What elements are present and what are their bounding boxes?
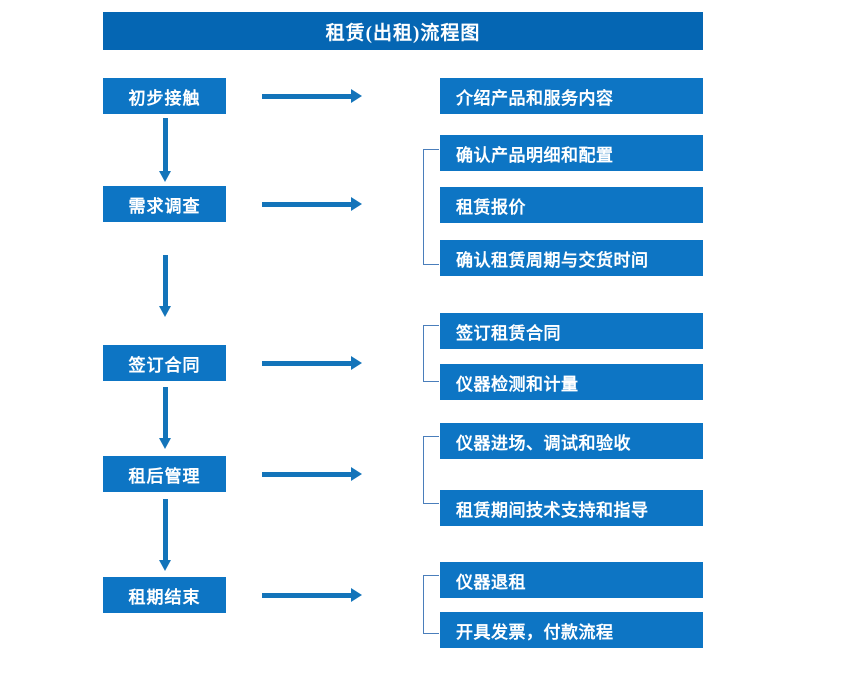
detail-box-8[interactable]: 租赁期间技术支持和指导 <box>440 490 703 526</box>
right-arrow-icon-3 <box>262 356 362 370</box>
stage-box-3[interactable]: 签订合同 <box>103 345 226 381</box>
detail-box-10[interactable]: 开具发票，付款流程 <box>440 612 703 648</box>
stage-box-2[interactable]: 需求调查 <box>103 186 226 222</box>
down-arrow-icon-3 <box>159 387 172 449</box>
detail-box-2[interactable]: 确认产品明细和配置 <box>440 135 703 171</box>
stage-box-5[interactable]: 租期结束 <box>103 577 226 613</box>
group-bracket-icon-2 <box>423 325 439 382</box>
detail-box-9[interactable]: 仪器退租 <box>440 562 703 598</box>
detail-box-5[interactable]: 签订租赁合同 <box>440 313 703 349</box>
down-arrow-icon-1 <box>159 118 172 182</box>
right-arrow-icon-1 <box>262 89 362 103</box>
detail-box-7[interactable]: 仪器进场、调试和验收 <box>440 423 703 459</box>
group-bracket-icon-3 <box>423 436 439 504</box>
down-arrow-icon-2 <box>159 255 172 317</box>
right-arrow-icon-5 <box>262 588 362 602</box>
stage-box-4[interactable]: 租后管理 <box>103 456 226 492</box>
detail-box-1[interactable]: 介绍产品和服务内容 <box>440 78 703 114</box>
right-arrow-icon-2 <box>262 197 362 211</box>
detail-box-4[interactable]: 确认租赁周期与交货时间 <box>440 240 703 276</box>
detail-box-6[interactable]: 仪器检测和计量 <box>440 364 703 400</box>
detail-box-3[interactable]: 租赁报价 <box>440 187 703 223</box>
group-bracket-icon-1 <box>423 149 439 265</box>
group-bracket-icon-4 <box>423 575 439 634</box>
chart-title: 租赁(出租)流程图 <box>103 12 703 50</box>
down-arrow-icon-4 <box>159 499 172 571</box>
right-arrow-icon-4 <box>262 467 362 481</box>
stage-box-1[interactable]: 初步接触 <box>103 78 226 114</box>
